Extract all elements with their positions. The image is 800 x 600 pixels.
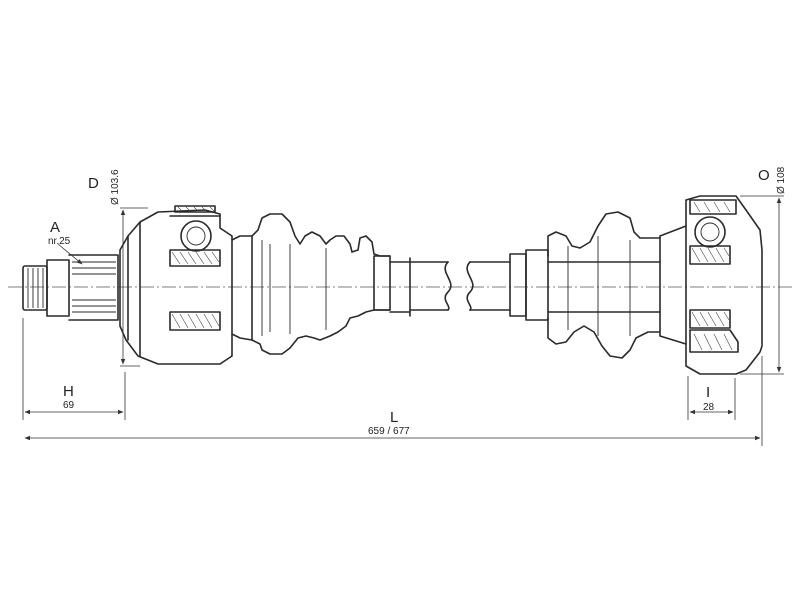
label-o-value: Ø 108 bbox=[776, 166, 787, 194]
dimension-i: I 28 bbox=[687, 376, 736, 420]
label-i-letter: I bbox=[706, 384, 710, 401]
left-shaft bbox=[373, 255, 452, 317]
right-cv-joint-housing bbox=[659, 195, 763, 375]
dimension-o: O Ø 108 bbox=[740, 166, 787, 375]
label-o-letter: O bbox=[758, 167, 770, 184]
dimension-h: H 69 bbox=[22, 318, 126, 420]
label-a-letter: A bbox=[50, 219, 60, 236]
label-d-value: Ø 103.6 bbox=[110, 169, 121, 205]
right-shaft bbox=[466, 249, 661, 321]
label-i-value: 28 bbox=[703, 402, 715, 413]
left-boot bbox=[231, 213, 391, 355]
label-h-letter: H bbox=[63, 383, 74, 400]
left-spline-stub bbox=[22, 254, 119, 321]
dimension-a: A nr.25 bbox=[48, 219, 83, 265]
right-boot bbox=[547, 211, 661, 359]
left-cv-joint-housing bbox=[119, 205, 233, 365]
label-a-value: nr.25 bbox=[48, 236, 71, 247]
label-h-value: 69 bbox=[63, 400, 75, 411]
label-l-value: 659 / 677 bbox=[368, 426, 410, 437]
label-d-letter: D bbox=[88, 175, 99, 192]
dimension-l: L 659 / 677 bbox=[24, 356, 763, 446]
dimension-d: D Ø 103.6 bbox=[88, 169, 148, 367]
label-l-letter: L bbox=[390, 409, 398, 426]
